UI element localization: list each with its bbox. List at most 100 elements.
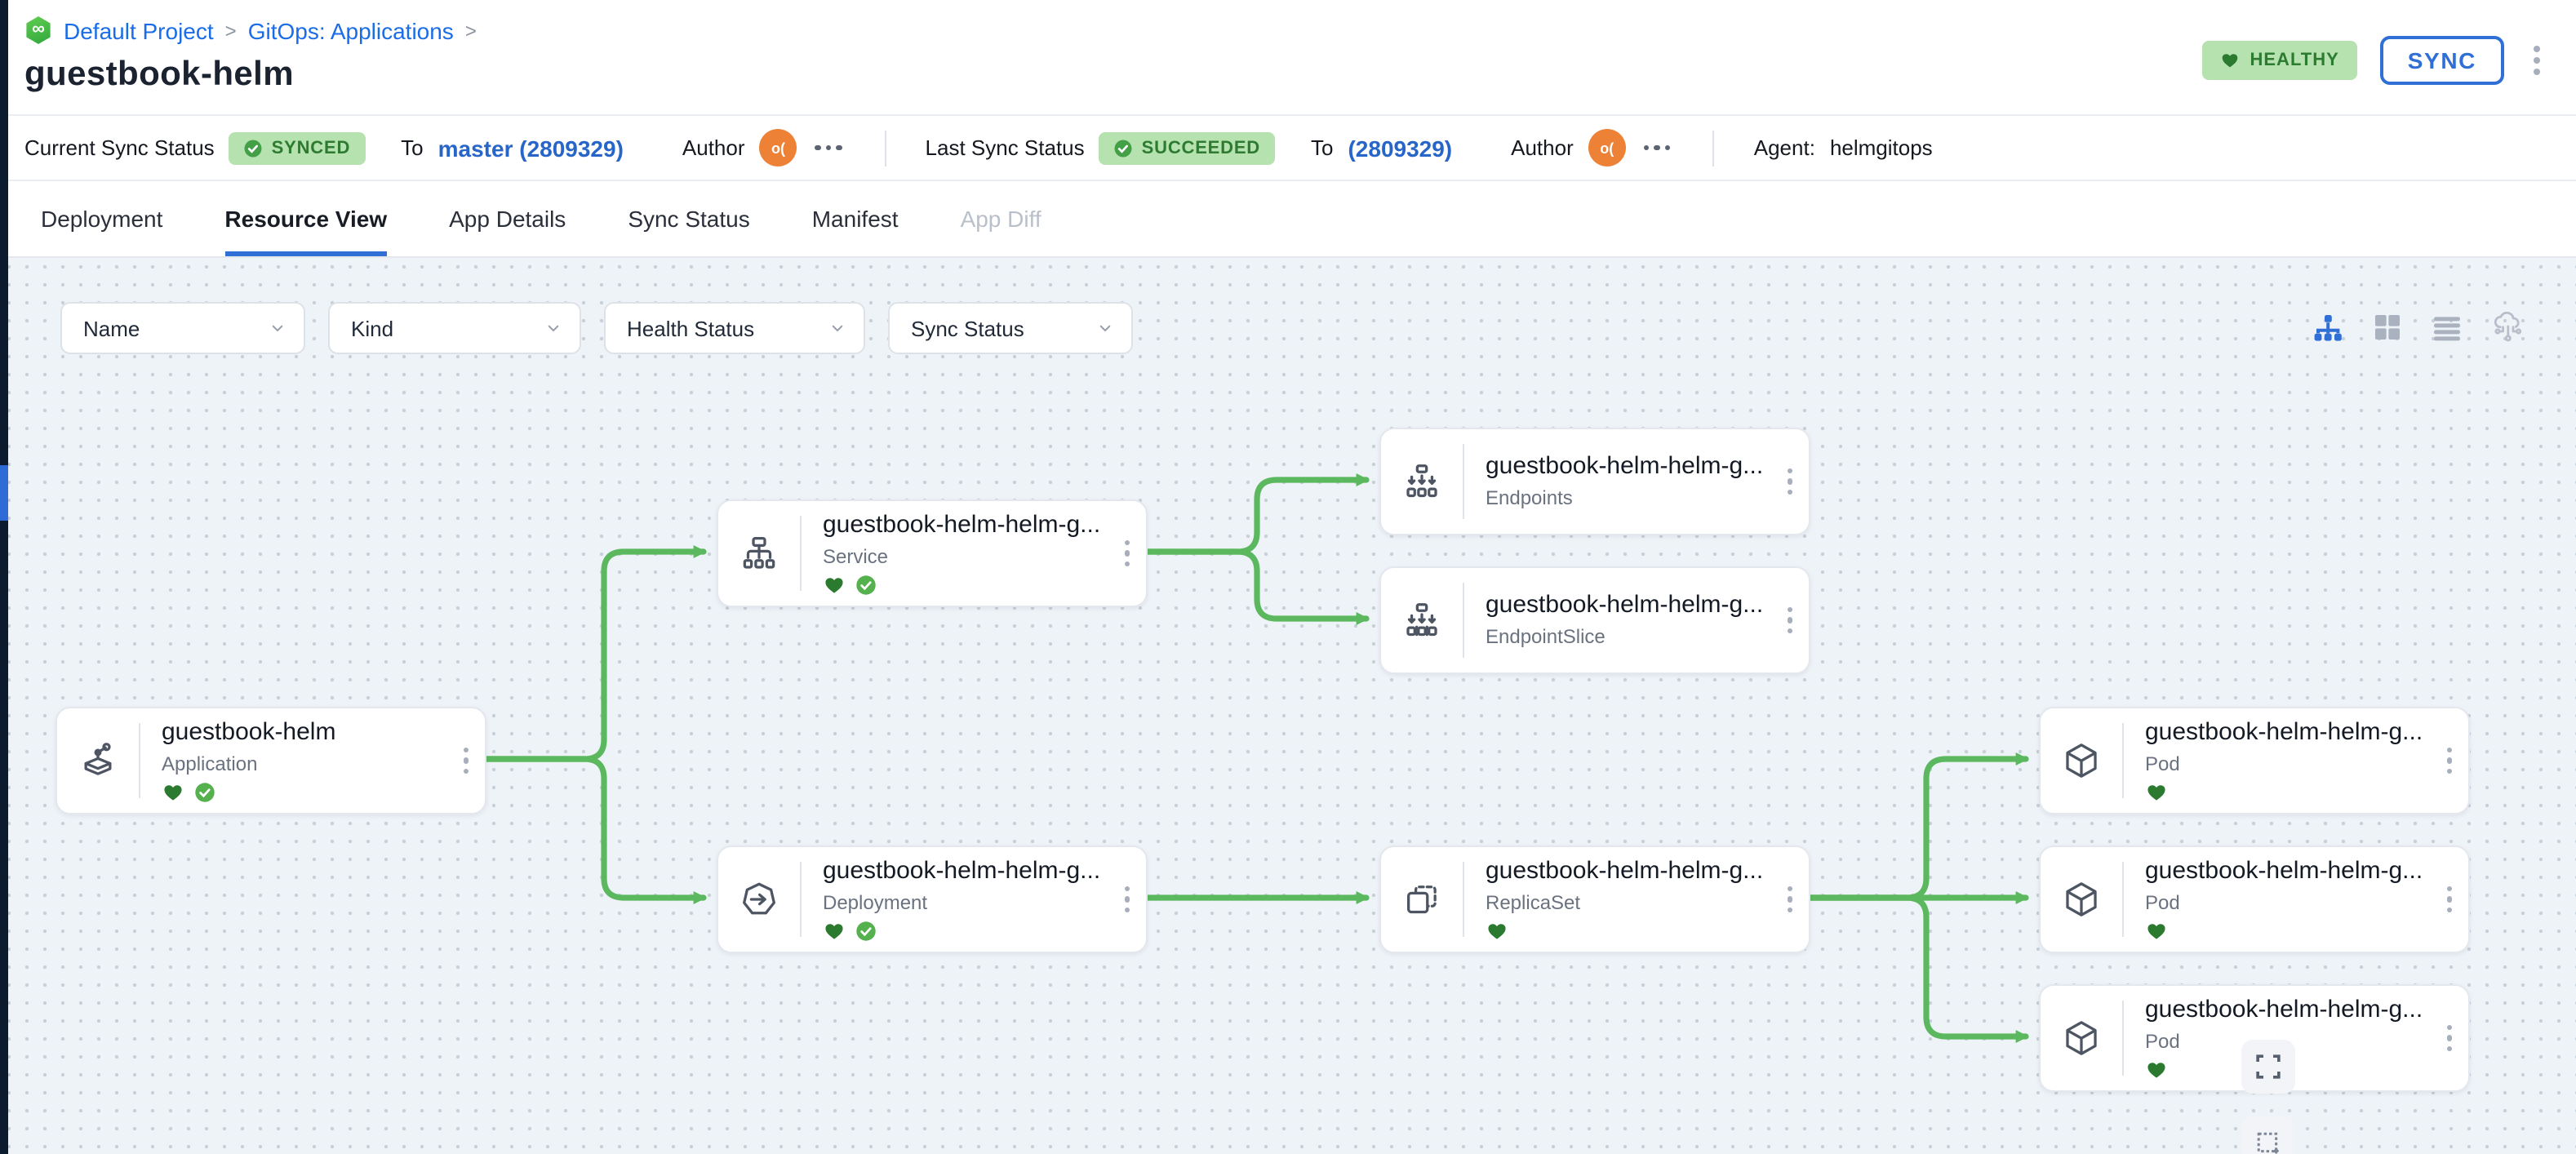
divider xyxy=(2122,862,2124,937)
node-kind: Pod xyxy=(2145,752,2180,776)
graph-node-replicaset[interactable]: guestbook-helm-helm-g... ReplicaSet xyxy=(1379,846,1810,953)
filter-label: Health Status xyxy=(627,316,755,340)
graph-node-deployment[interactable]: guestbook-helm-helm-g... Deployment xyxy=(717,846,1148,953)
node-menu-button[interactable] xyxy=(1780,601,1809,641)
graph-node-service[interactable]: guestbook-helm-helm-g... Service xyxy=(717,499,1148,607)
node-menu-button[interactable] xyxy=(2440,741,2468,781)
left-rail-accent xyxy=(0,465,8,521)
graph-node-pod-2[interactable]: guestbook-helm-helm-g... Pod xyxy=(2039,846,2470,953)
tab-bar: Deployment Resource View App Details Syn… xyxy=(0,181,2576,258)
health-healthy-icon xyxy=(2147,784,2165,800)
divider xyxy=(1712,130,1715,166)
last-revision-link[interactable]: (2809329) xyxy=(1348,135,1453,161)
node-kind: Pod xyxy=(2145,1030,2180,1054)
graph-node-endpointslice[interactable]: guestbook-helm-helm-g... EndpointSlice xyxy=(1379,566,1810,674)
edge-app-deployment xyxy=(480,756,707,904)
more-commit-info-button[interactable] xyxy=(1641,139,1674,158)
health-badge-label: HEALTHY xyxy=(2250,51,2339,70)
more-commit-info-button[interactable] xyxy=(812,139,846,158)
edge-service-endpoints xyxy=(1141,473,1370,555)
breadcrumb-section-link[interactable]: GitOps: Applications xyxy=(247,17,454,43)
node-menu-button[interactable] xyxy=(1117,880,1146,920)
list-view-icon[interactable] xyxy=(2432,314,2462,340)
node-menu-button[interactable] xyxy=(456,741,485,781)
breadcrumb: ∞ Default Project > GitOps: Applications… xyxy=(24,16,477,44)
filter-kind-dropdown[interactable]: Kind xyxy=(328,302,581,354)
pod-icon xyxy=(2041,1019,2122,1058)
synced-badge-label: SYNCED xyxy=(271,138,351,158)
sync-button[interactable]: SYNC xyxy=(2379,36,2504,85)
divider xyxy=(884,130,886,166)
node-kind: Application xyxy=(162,752,258,776)
kebab-menu-icon[interactable] xyxy=(2527,41,2547,80)
chevron-down-icon xyxy=(548,325,559,332)
health-healthy-icon xyxy=(825,923,843,939)
node-title: guestbook-helm-helm-g... xyxy=(1486,591,1764,619)
health-healthy-icon xyxy=(825,577,843,593)
node-kind: ReplicaSet xyxy=(1486,891,1581,915)
current-revision-link[interactable]: master (2809329) xyxy=(437,135,624,161)
endpointslice-icon xyxy=(1381,601,1463,640)
status-bar: Current Sync Status SYNCED To master (28… xyxy=(0,114,2576,181)
tab-resource-view[interactable]: Resource View xyxy=(224,181,388,256)
synced-badge: SYNCED xyxy=(229,131,366,164)
deployment-icon xyxy=(718,880,800,919)
replicaset-icon xyxy=(1381,880,1463,919)
filter-name-dropdown[interactable]: Name xyxy=(60,302,305,354)
succeeded-badge: SUCCEEDED xyxy=(1099,131,1275,164)
grid-view-icon[interactable] xyxy=(2374,313,2401,341)
divider xyxy=(139,723,140,798)
expand-button[interactable] xyxy=(2241,1040,2295,1094)
sync-synced-icon xyxy=(856,921,876,940)
node-title: guestbook-helm-helm-g... xyxy=(2145,996,2423,1024)
current-sync-status-label: Current Sync Status xyxy=(24,135,215,160)
node-menu-button[interactable] xyxy=(1780,462,1809,502)
node-menu-button[interactable] xyxy=(1780,880,1809,920)
cloud-view-icon[interactable] xyxy=(2493,312,2524,343)
check-circle-icon xyxy=(1115,139,1133,157)
node-menu-button[interactable] xyxy=(2440,1019,2468,1059)
filter-health-status-dropdown[interactable]: Health Status xyxy=(604,302,865,354)
tab-manifest[interactable]: Manifest xyxy=(811,206,899,232)
graph-canvas[interactable]: Name Kind Health Status Sync Status xyxy=(0,258,2576,1154)
expand-icon xyxy=(2256,1054,2281,1079)
pod-icon xyxy=(2041,880,2122,919)
filter-bar: Name Kind Health Status Sync Status xyxy=(60,302,1133,354)
graph-node-pod-1[interactable]: guestbook-helm-helm-g... Pod xyxy=(2039,707,2470,814)
divider xyxy=(800,516,802,591)
node-kind: Deployment xyxy=(823,891,928,915)
last-sync-status-label: Last Sync Status xyxy=(925,135,1085,160)
left-rail xyxy=(0,0,8,1154)
chevron-down-icon xyxy=(272,325,283,332)
node-title: guestbook-helm-helm-g... xyxy=(823,857,1101,885)
graph-node-application[interactable]: guestbook-helm Application xyxy=(56,707,486,814)
agent-value: helmgitops xyxy=(1829,135,1933,160)
author-avatar: o( xyxy=(759,129,797,166)
chevron-down-icon xyxy=(832,325,843,332)
sync-synced-icon xyxy=(195,782,215,801)
graph-node-endpoints[interactable]: guestbook-helm-helm-g... Endpoints xyxy=(1379,428,1810,535)
divider xyxy=(800,862,802,937)
tab-sync-status[interactable]: Sync Status xyxy=(628,206,750,232)
node-title: guestbook-helm-helm-g... xyxy=(823,511,1101,539)
edge-replicaset-pod-1 xyxy=(1804,752,2029,901)
filter-label: Name xyxy=(83,316,140,340)
application-icon xyxy=(57,741,139,780)
health-healthy-icon xyxy=(164,784,182,800)
breadcrumb-project-link[interactable]: Default Project xyxy=(64,17,214,43)
node-kind: EndpointSlice xyxy=(1486,625,1606,649)
succeeded-badge-label: SUCCEEDED xyxy=(1141,138,1260,158)
fit-selection-button[interactable] xyxy=(2241,1116,2295,1154)
node-title: guestbook-helm-helm-g... xyxy=(1486,452,1764,481)
filter-sync-status-dropdown[interactable]: Sync Status xyxy=(888,302,1133,354)
node-menu-button[interactable] xyxy=(2440,880,2468,920)
node-menu-button[interactable] xyxy=(1117,534,1146,574)
heart-icon xyxy=(2223,54,2238,68)
tree-view-icon[interactable] xyxy=(2313,313,2343,342)
tab-deployment[interactable]: Deployment xyxy=(41,206,163,232)
chevron-right-icon: > xyxy=(224,19,237,42)
tab-app-details[interactable]: App Details xyxy=(449,206,566,232)
check-circle-icon xyxy=(245,139,263,157)
health-healthy-icon xyxy=(1488,923,1506,939)
health-status-badge: HEALTHY xyxy=(2202,41,2357,80)
